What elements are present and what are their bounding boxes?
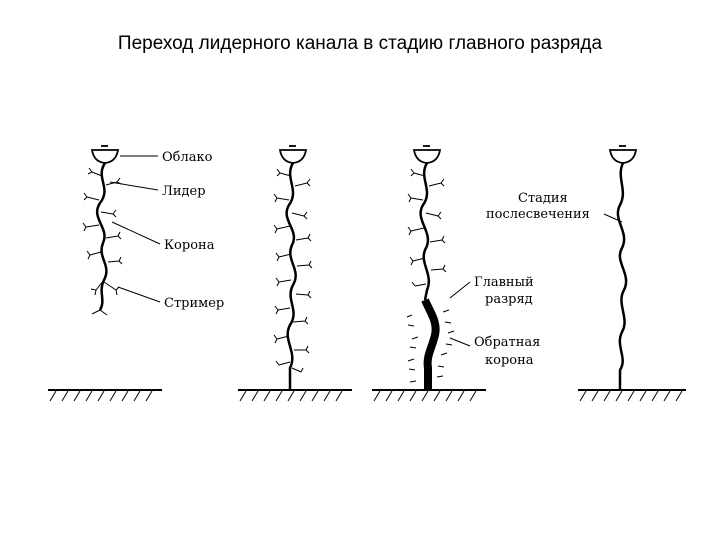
cloud-icon	[90, 149, 120, 164]
label-back-corona-2: корона	[485, 353, 534, 368]
label-afterglow-2: послесвечения	[486, 207, 590, 222]
label-back-corona-1: Обратная	[474, 335, 540, 350]
main-discharge-channel	[421, 298, 440, 390]
ground-2	[238, 389, 352, 402]
corona-branches	[82, 167, 123, 316]
cloud-icon	[608, 149, 638, 164]
stage-1-leader	[82, 145, 161, 316]
stage-2-leader	[273, 145, 313, 390]
back-corona-ticks	[406, 309, 455, 383]
ground-3	[372, 389, 486, 402]
ground-4	[578, 389, 686, 402]
leader-channel	[285, 162, 297, 390]
label-corona: Корона	[164, 238, 215, 253]
cloud-icon	[412, 149, 442, 164]
main-discharge-callouts	[449, 281, 471, 347]
label-main-discharge-2: разряд	[485, 292, 533, 307]
stage-4-afterglow	[603, 145, 638, 390]
leader-callouts	[109, 155, 161, 303]
afterglow-callout	[603, 213, 623, 223]
label-afterglow-1: Стадия	[518, 191, 568, 206]
label-main-discharge-1: Главный	[474, 275, 534, 290]
corona-branches	[273, 168, 313, 373]
leader-channel	[419, 162, 430, 301]
ground-1	[48, 389, 162, 402]
corona-branches	[407, 168, 447, 287]
stage-3-main-discharge	[406, 145, 471, 390]
label-cloud: Облако	[162, 150, 213, 165]
cloud-icon	[278, 149, 308, 164]
label-leader: Лидер	[162, 184, 206, 199]
afterglow-channel	[616, 162, 628, 390]
label-streamer: Стример	[164, 296, 224, 311]
leader-channel	[95, 162, 108, 311]
slide-title: Переход лидерного канала в стадию главно…	[117, 33, 603, 54]
